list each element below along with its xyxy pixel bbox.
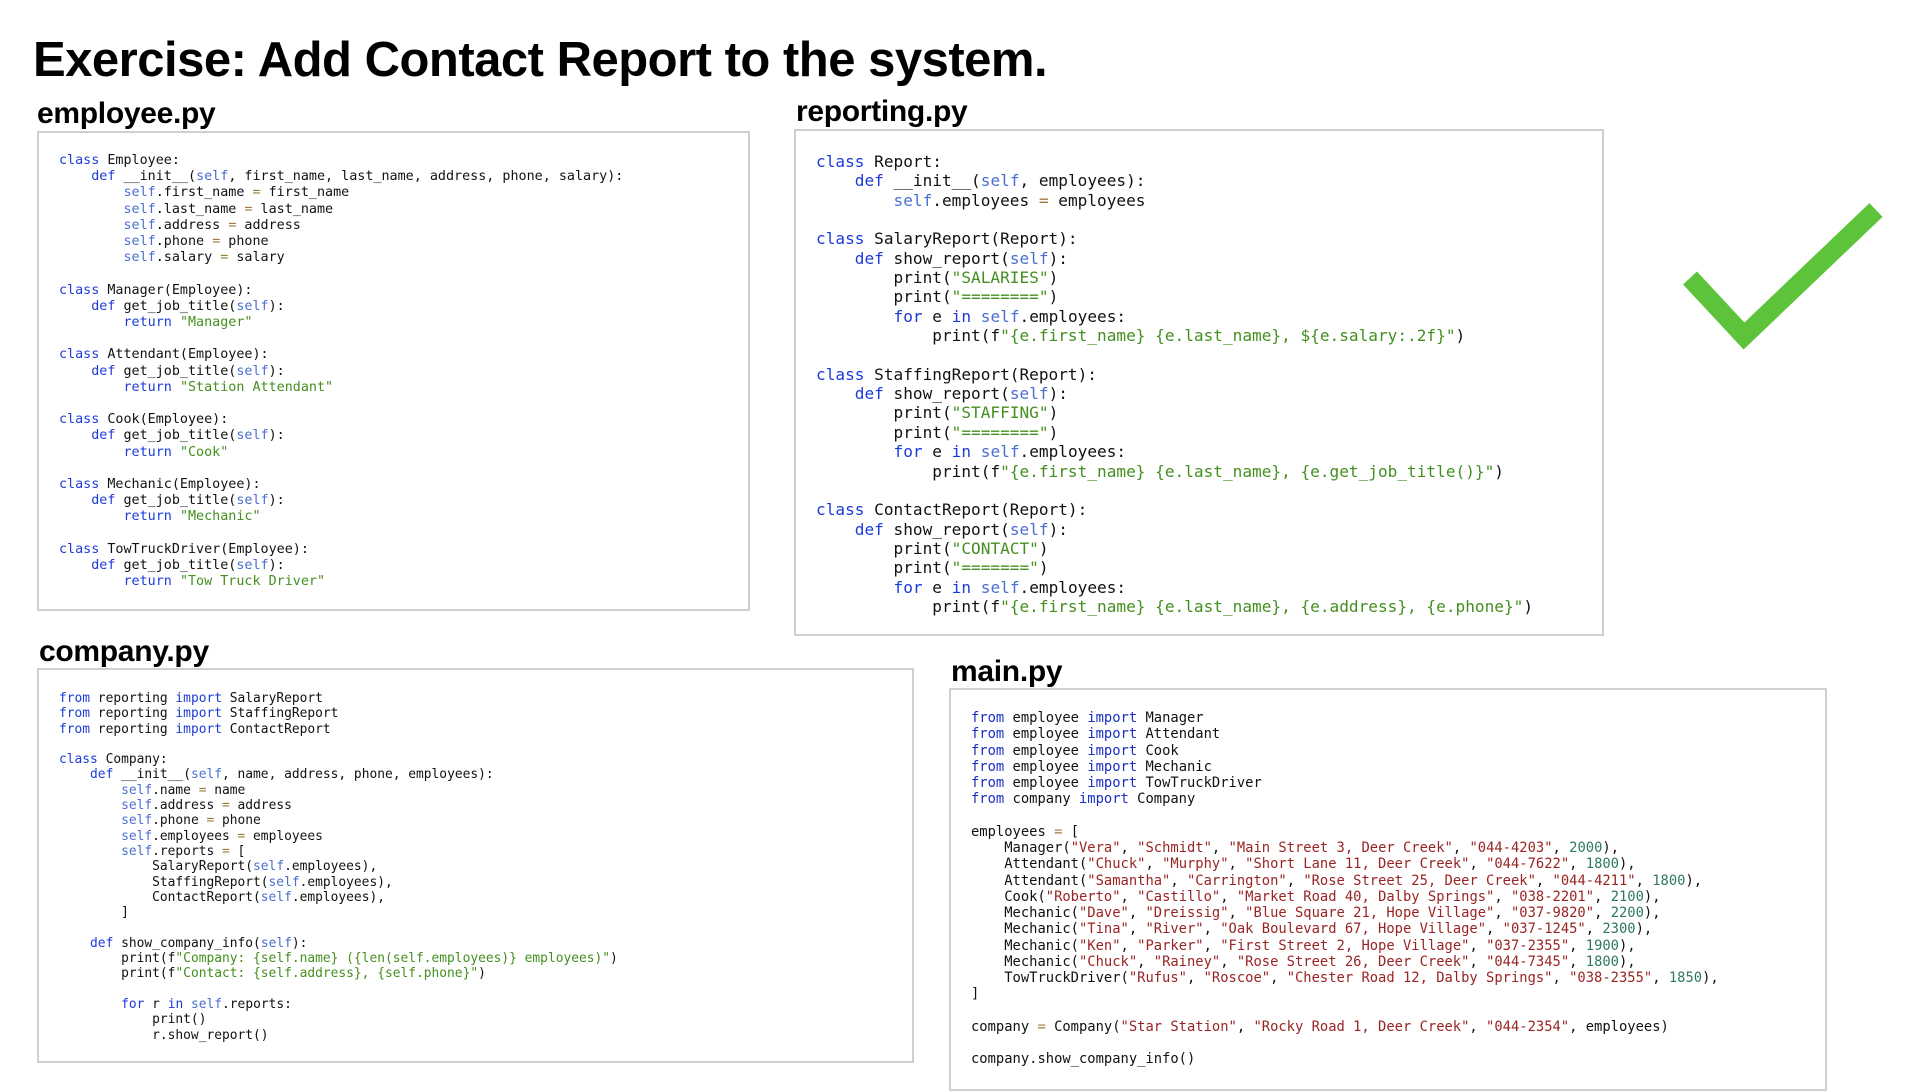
slide-title: Exercise: Add Contact Report to the syst… [33, 33, 1048, 87]
employee-code: class Employee: def __init__(self, first… [59, 153, 624, 590]
main-code-panel: from employee import Manager from employ… [949, 688, 1827, 1091]
company-file-label: company.py [39, 635, 209, 668]
company-code-panel: from reporting import SalaryReport from … [37, 668, 914, 1063]
reporting-file-label: reporting.py [796, 95, 968, 128]
reporting-code-panel: class Report: def __init__(self, employe… [794, 129, 1604, 636]
main-file-label: main.py [951, 655, 1063, 688]
reporting-code: class Report: def __init__(self, employe… [816, 152, 1534, 616]
employee-file-label: employee.py [37, 97, 216, 130]
company-code: from reporting import SalaryReport from … [59, 691, 618, 1043]
employee-code-panel: class Employee: def __init__(self, first… [37, 131, 750, 611]
checkmark-icon [1683, 203, 1883, 350]
main-code: from employee import Manager from employ… [971, 710, 1719, 1068]
